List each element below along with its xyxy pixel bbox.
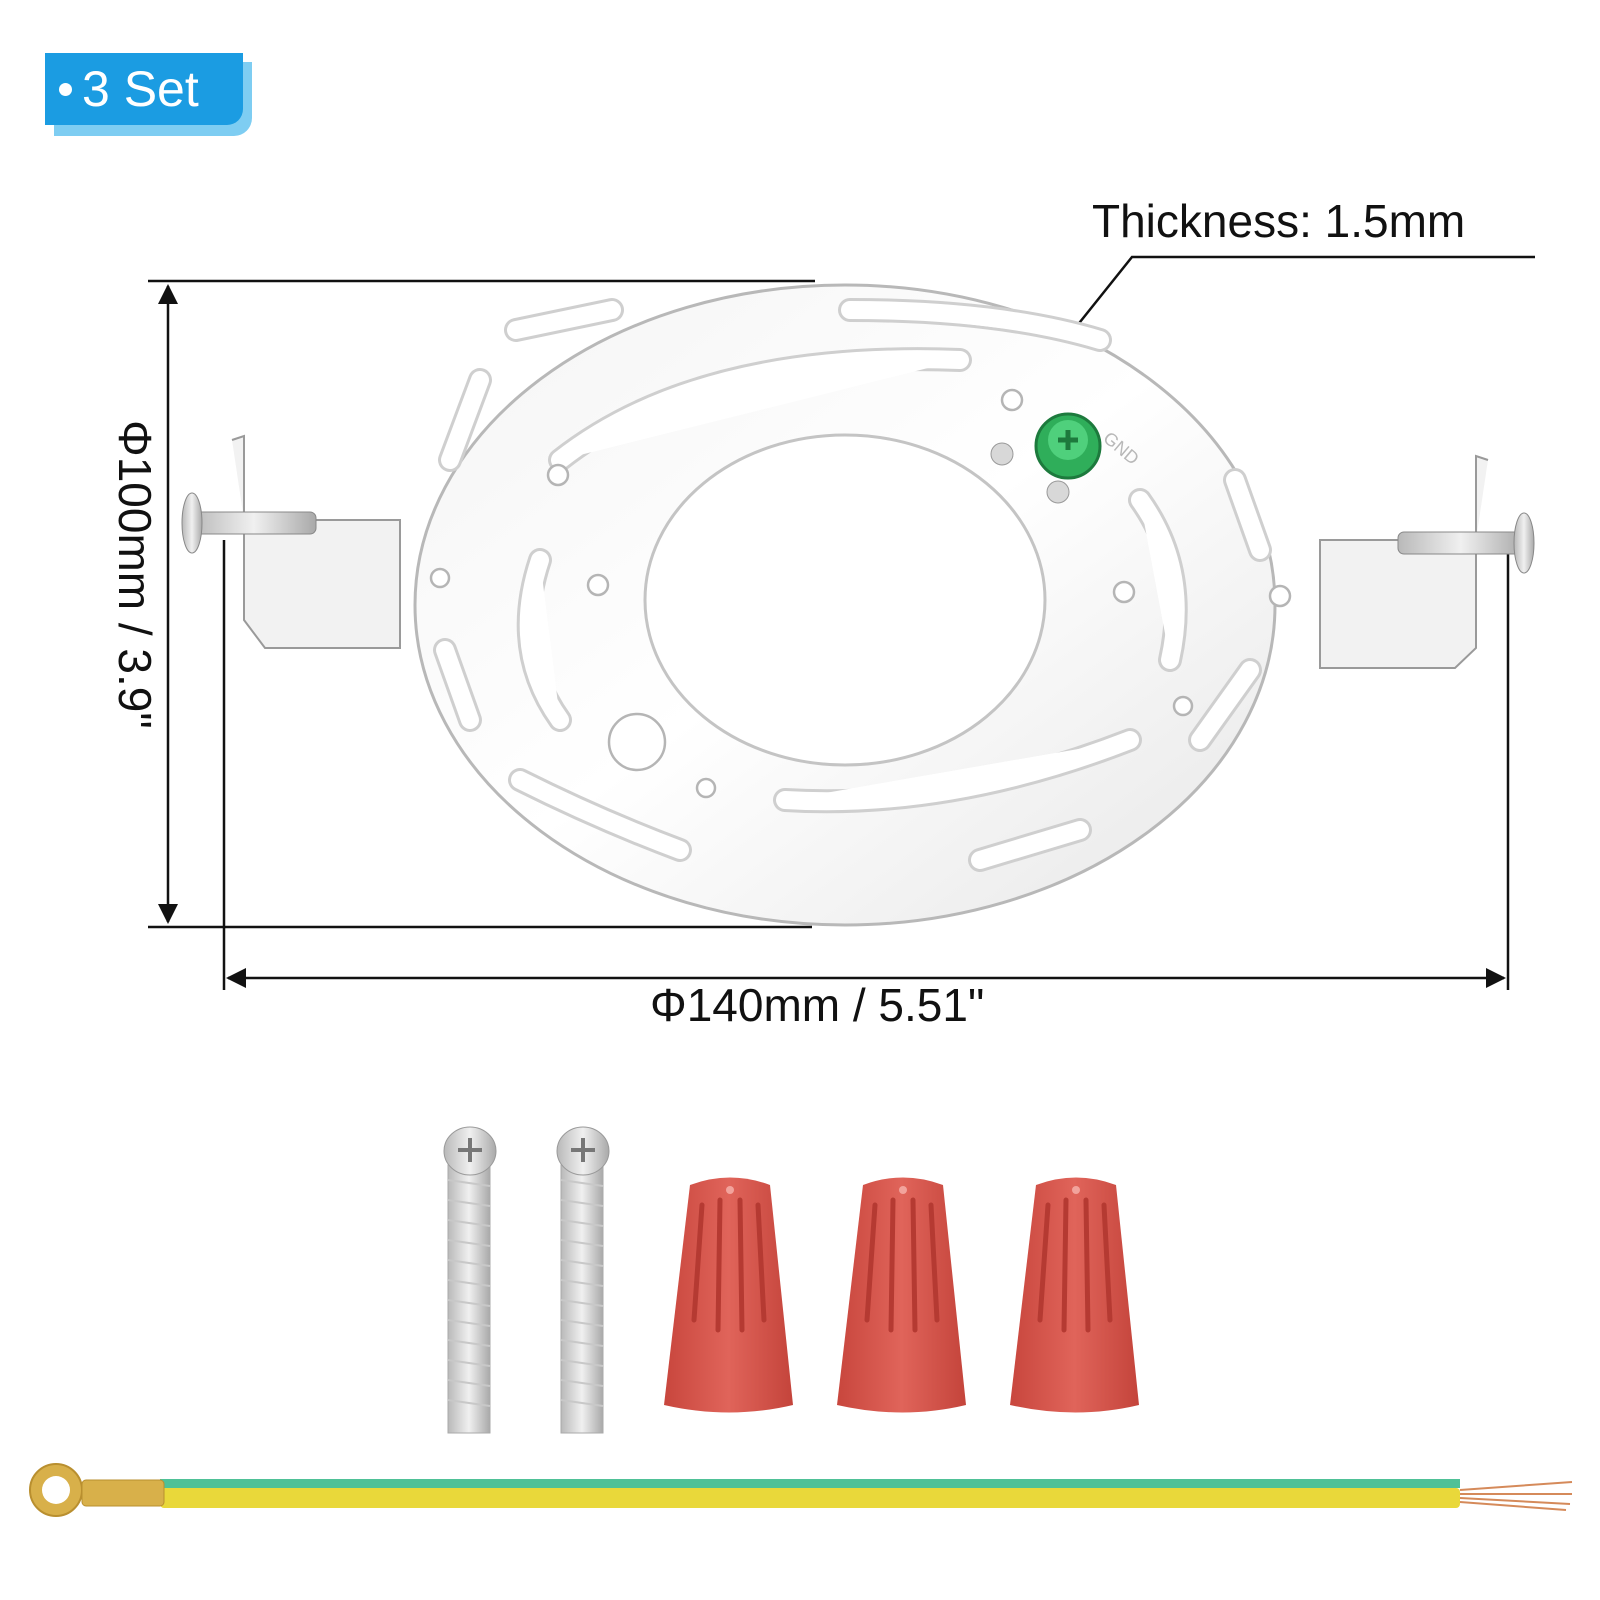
height-dimension-label: Φ100mm / 3.9" bbox=[109, 420, 161, 729]
machine-screw-1 bbox=[443, 1126, 497, 1434]
dimension-lines bbox=[148, 255, 1535, 990]
wire-nut-3 bbox=[1010, 1177, 1139, 1413]
wire-nut-1 bbox=[664, 1177, 793, 1413]
mounting-bracket-left bbox=[181, 434, 401, 649]
width-dimension-label: Φ140mm / 5.51" bbox=[650, 979, 985, 1031]
ground-wire bbox=[29, 1463, 1573, 1517]
ring-mounting-plate: GND bbox=[413, 283, 1292, 927]
bullet-icon bbox=[59, 82, 72, 96]
machine-screw-2 bbox=[556, 1126, 610, 1434]
badge-text: 3 Set bbox=[82, 61, 199, 117]
wire-nut-2 bbox=[837, 1177, 966, 1413]
mounting-bracket-right bbox=[1319, 454, 1535, 669]
thickness-label: Thickness: 1.5mm bbox=[1092, 195, 1466, 247]
quantity-badge: 3 Set bbox=[45, 53, 243, 125]
